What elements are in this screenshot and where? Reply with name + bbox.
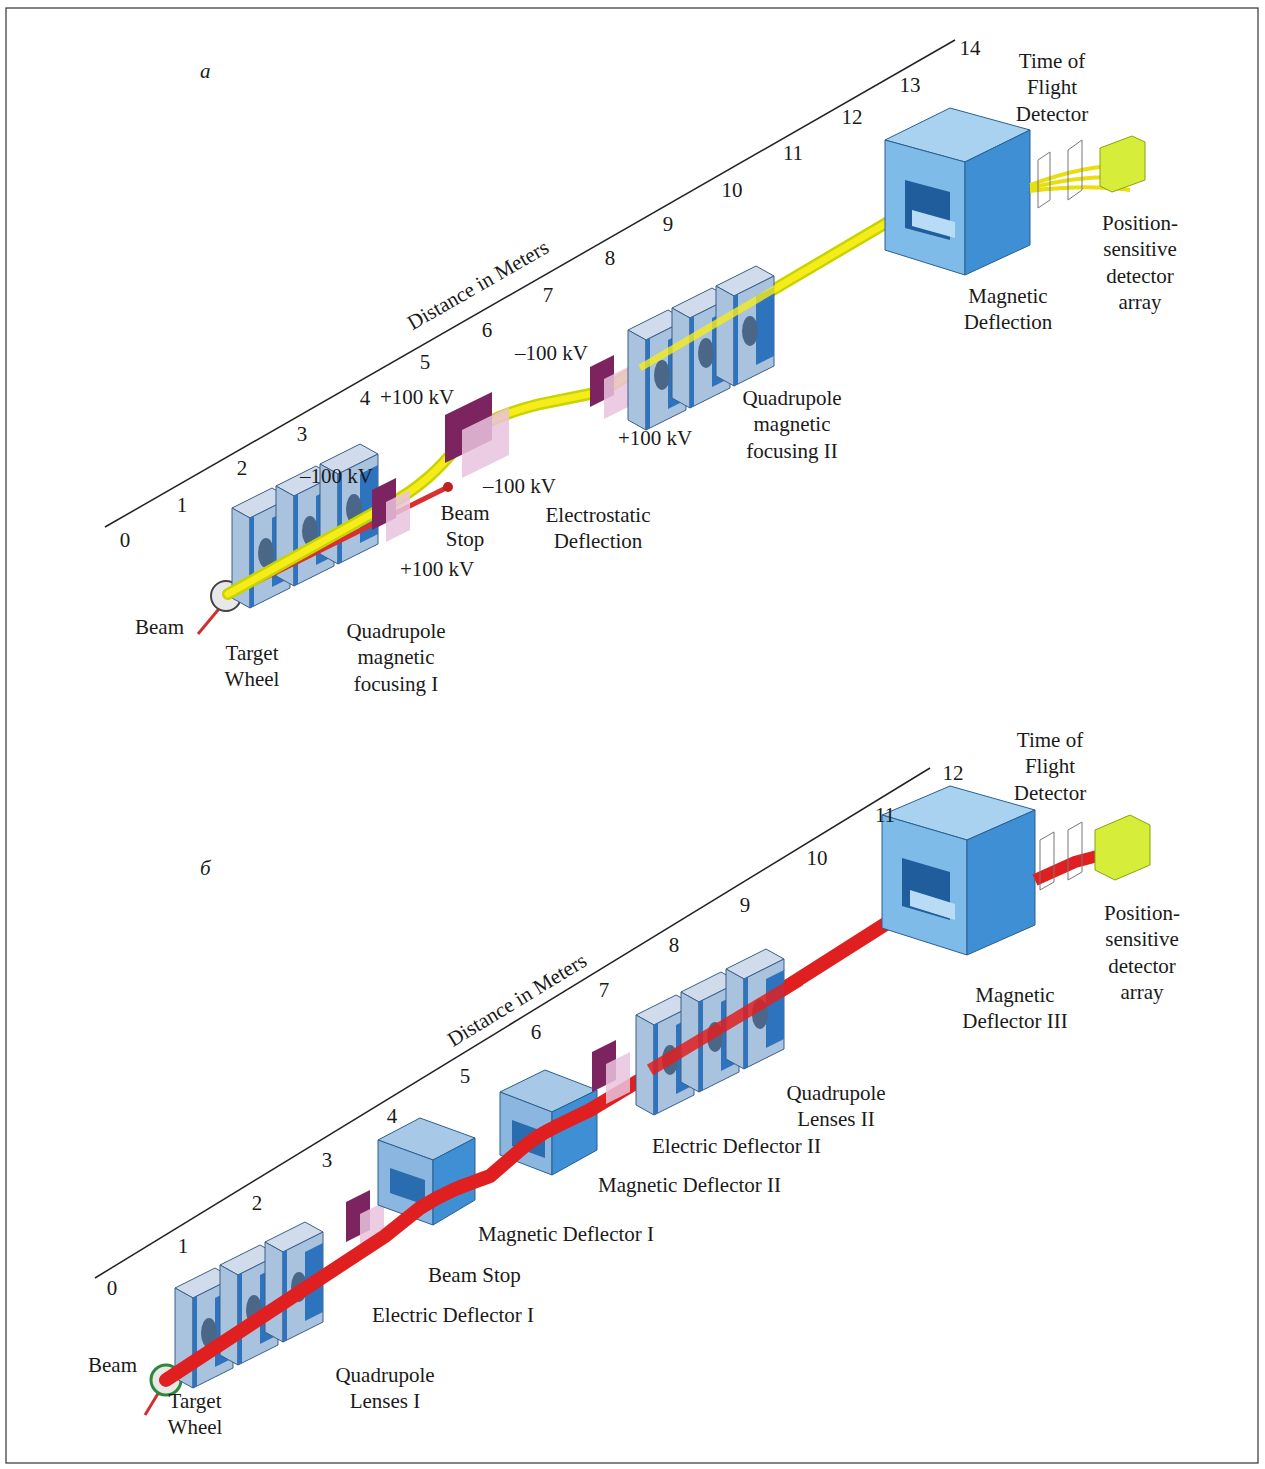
axis-line xyxy=(95,768,930,1278)
beam xyxy=(228,212,905,594)
voltage-label: –100 kV xyxy=(483,473,556,499)
deflector-plates xyxy=(592,1040,630,1104)
deflector-plates xyxy=(590,355,628,419)
axis-number: 6 xyxy=(531,1019,542,1045)
deflector-plates xyxy=(445,392,509,478)
magnet xyxy=(882,786,1035,955)
voltage-label: –100 kV xyxy=(300,463,373,489)
axis-number: 4 xyxy=(387,1103,398,1129)
component-label: Position-sensitive detector array xyxy=(1090,210,1190,315)
quadrupole xyxy=(716,266,774,386)
voltage-label: –100 kV xyxy=(515,340,588,366)
axis-number: 11 xyxy=(783,140,803,166)
axis-number: 10 xyxy=(807,845,828,871)
component-label: Beam xyxy=(135,614,184,640)
axis-number: 14 xyxy=(960,35,981,61)
axis-number: 7 xyxy=(543,282,554,308)
axis-number: 11 xyxy=(875,802,895,828)
detectors xyxy=(1038,136,1145,208)
deflector-plates xyxy=(372,478,410,542)
component-label: Time of Flight Detector xyxy=(1002,48,1102,127)
axis-number: 12 xyxy=(842,104,863,130)
component-label: Electric Deflector I xyxy=(372,1302,534,1328)
axis-number: 0 xyxy=(107,1275,118,1301)
panel-letter: б xyxy=(200,855,211,881)
component-label: Target Wheel xyxy=(217,640,287,693)
axis-number: 4 xyxy=(360,385,371,411)
beam xyxy=(228,212,905,594)
component-label: Magnetic Deflection xyxy=(953,283,1063,336)
component-label: Beam Stop xyxy=(430,500,500,553)
axis-title: Distance in Meters xyxy=(442,947,591,1052)
axis-number: 7 xyxy=(599,977,610,1003)
component-label: Electrostatic Deflection xyxy=(533,502,663,555)
frame xyxy=(6,8,1258,1463)
component-label: Quadrupole Lenses II xyxy=(776,1080,896,1133)
axis-number: 8 xyxy=(669,932,680,958)
beam xyxy=(166,918,895,1380)
component-label: Electric Deflector II xyxy=(652,1133,821,1159)
panel-letter: a xyxy=(200,58,211,84)
axis-number: 12 xyxy=(943,760,964,786)
axis-number: 1 xyxy=(178,1233,189,1259)
axis-number: 9 xyxy=(663,211,674,237)
axis-number: 2 xyxy=(237,455,248,481)
axis-number: 6 xyxy=(482,317,493,343)
beam xyxy=(650,980,800,1070)
component-label: Quadrupole magnetic focusing II xyxy=(732,385,852,464)
component-label: Magnetic Deflector I xyxy=(478,1221,654,1247)
axis-number: 8 xyxy=(605,245,616,271)
component-label: Time of Flight Detector xyxy=(1000,727,1100,806)
axis-line xyxy=(105,40,955,527)
component-label: Quadrupole magnetic focusing I xyxy=(336,618,456,697)
component-label: Magnetic Deflector II xyxy=(598,1172,781,1198)
component-label: Beam Stop xyxy=(428,1262,521,1288)
beam xyxy=(640,286,780,368)
axis-number: 0 xyxy=(120,527,131,553)
detectors xyxy=(1040,815,1150,890)
axis-number: 10 xyxy=(722,177,743,203)
component-label: Beam xyxy=(88,1352,137,1378)
component-label: Position-sensitive detector array xyxy=(1092,900,1192,1005)
axis-title: Distance in Meters xyxy=(403,234,554,336)
beam-stop xyxy=(443,482,453,492)
component-label: Target Wheel xyxy=(160,1388,230,1441)
axis-number: 5 xyxy=(460,1063,471,1089)
component-label: Magnetic Deflector III xyxy=(950,982,1080,1035)
axis-number: 3 xyxy=(322,1147,333,1173)
axis-number: 2 xyxy=(252,1190,263,1216)
magnet xyxy=(885,108,1030,275)
axis-number: 9 xyxy=(740,892,751,918)
voltage-label: +100 kV xyxy=(400,556,474,582)
axis-number: 1 xyxy=(177,492,188,518)
axis-number: 5 xyxy=(420,349,431,375)
voltage-label: +100 kV xyxy=(380,384,454,410)
axis-number: 3 xyxy=(297,421,308,447)
component-label: Quadrupole Lenses I xyxy=(325,1362,445,1415)
voltage-label: +100 kV xyxy=(618,425,692,451)
axis-number: 13 xyxy=(900,72,921,98)
